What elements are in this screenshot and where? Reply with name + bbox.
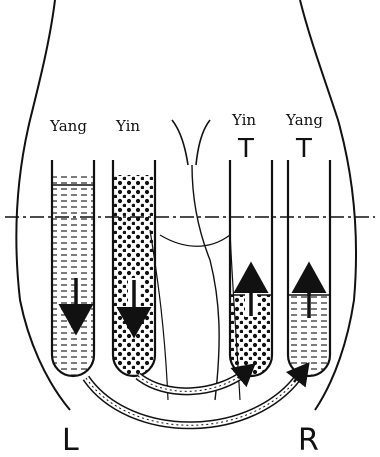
tube-left-yang	[52, 160, 94, 376]
center-curve-left	[172, 120, 188, 165]
label-right-yin: Yin	[231, 111, 256, 129]
arc-yang-to-yang	[86, 372, 302, 425]
label-right-yang: Yang	[285, 111, 323, 129]
tube-right-yin	[230, 160, 272, 376]
t-mark-right-yang: T	[295, 134, 312, 164]
center-line	[192, 165, 219, 400]
tube-right-yang	[288, 160, 330, 376]
label-left-yang: Yang	[49, 117, 87, 135]
label-left-yin: Yin	[115, 117, 140, 135]
center-curve-right	[196, 120, 210, 165]
tube-left-yin	[113, 160, 155, 376]
side-label-right: R	[298, 423, 319, 457]
side-label-left: L	[62, 423, 79, 457]
t-mark-right-yin: T	[237, 134, 254, 164]
gluteal-curve	[160, 235, 230, 246]
